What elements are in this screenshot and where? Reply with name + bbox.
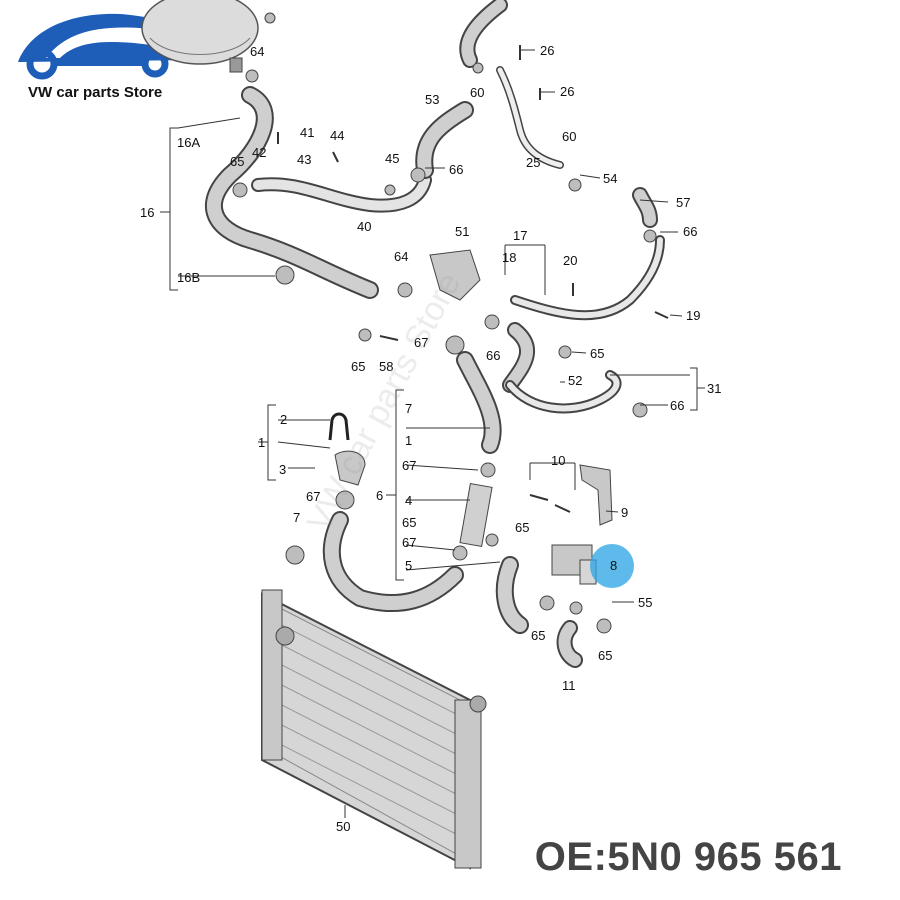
part-label: 17 — [513, 228, 527, 243]
part-label: 66 — [486, 348, 500, 363]
bracket-9 — [579, 464, 613, 526]
part-label: 6 — [376, 488, 383, 503]
part-label: 42 — [252, 145, 266, 160]
oe-number: OE:5N0 965 561 — [534, 835, 842, 879]
part-label: 19 — [686, 308, 700, 323]
part-label: 67 — [402, 535, 416, 550]
part-label: 1 — [405, 433, 412, 448]
part-label: 55 — [638, 595, 652, 610]
part-label: 7 — [293, 510, 300, 525]
part-label: 4 — [405, 493, 412, 508]
radiator — [261, 589, 487, 870]
part-label: 18 — [502, 250, 516, 265]
part-label: 5 — [405, 558, 412, 573]
part-label: 1 — [258, 435, 265, 450]
part-label: 54 — [603, 171, 617, 186]
part-label: 20 — [563, 253, 577, 268]
coolant-expansion-tank — [141, 0, 259, 73]
part-label: 60 — [562, 129, 576, 144]
part-label: 7 — [405, 401, 412, 416]
part-label: 65 — [402, 515, 416, 530]
part-label: 65 — [598, 648, 612, 663]
highlight-circle — [590, 544, 634, 588]
part-label: 57 — [676, 195, 690, 210]
part-label: 58 — [379, 359, 393, 374]
part-label: 9 — [621, 505, 628, 520]
part-label: 40 — [357, 219, 371, 234]
part-label: 26 — [560, 84, 574, 99]
part-label: 43 — [297, 152, 311, 167]
part-label: 25 — [526, 155, 540, 170]
part-label: 64 — [250, 44, 264, 59]
part-label: 65 — [590, 346, 604, 361]
store-name: VW car parts Store — [28, 84, 163, 101]
part-label: 53 — [425, 92, 439, 107]
part-label: 44 — [330, 128, 344, 143]
part-label: 67 — [414, 335, 428, 350]
clamps — [232, 12, 657, 634]
part-label: 41 — [300, 125, 314, 140]
part-label: 67 — [306, 489, 320, 504]
water-pump-8 — [551, 544, 597, 585]
coolant-hoses — [204, 0, 665, 668]
part-label: 65 — [515, 520, 529, 535]
part-label: 2 — [280, 412, 287, 427]
part-label: 60 — [470, 85, 484, 100]
part-label: 16B — [177, 270, 200, 285]
part-label: 51 — [455, 224, 469, 239]
part-label: 66 — [670, 398, 684, 413]
part-label: 65 — [351, 359, 365, 374]
leader-lines — [160, 49, 705, 818]
part-label: 66 — [683, 224, 697, 239]
connector-4 — [459, 482, 493, 548]
part-label: 52 — [568, 373, 582, 388]
part-label: 16A — [177, 135, 200, 150]
part-label: 64 — [394, 249, 408, 264]
part-label: 45 — [385, 151, 399, 166]
part-label: 65 — [230, 154, 244, 169]
part-label: 10 — [551, 453, 565, 468]
part-label: 65 — [531, 628, 545, 643]
thermostat-housing — [429, 249, 481, 301]
flange-1 — [328, 412, 366, 486]
part-label: 11 — [562, 678, 576, 693]
bolts — [277, 45, 669, 513]
part-label: 3 — [279, 462, 286, 477]
part-label: 31 — [707, 381, 721, 396]
part-label: 16 — [140, 205, 154, 220]
part-label: 66 — [449, 162, 463, 177]
part-label: 8 — [610, 558, 617, 573]
part-label: 50 — [336, 819, 350, 834]
part-label: 67 — [402, 458, 416, 473]
part-label: 26 — [540, 43, 554, 58]
